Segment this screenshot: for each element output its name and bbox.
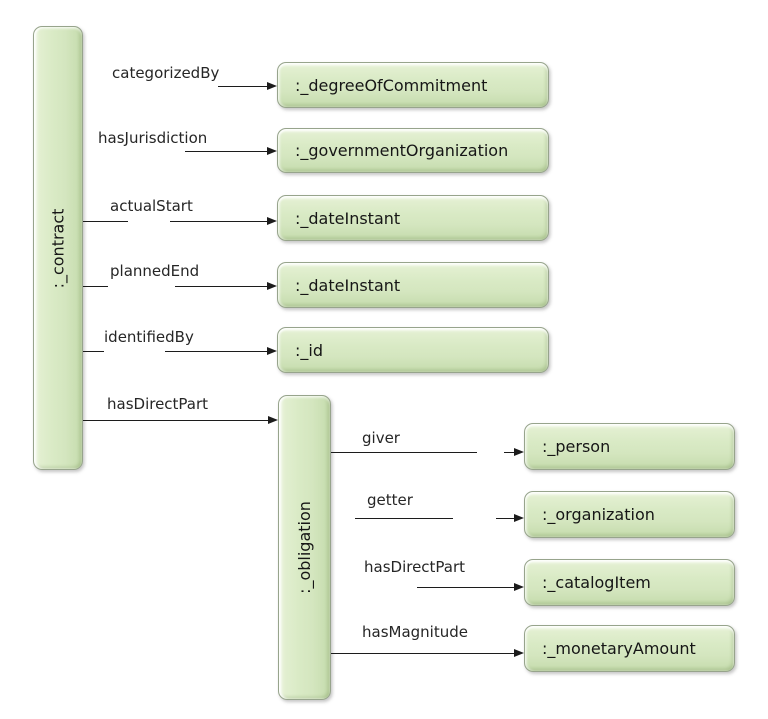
- arrowhead-icon: [267, 82, 277, 90]
- node-organization: :_organization: [524, 491, 735, 538]
- edge-line-getter-stub: [496, 518, 514, 519]
- edge-line-actual-start: [170, 221, 267, 222]
- node-person-label: :_person: [542, 437, 611, 456]
- edge-line-identified-by-stub: [83, 351, 104, 352]
- edge-label-has-direct-part: hasDirectPart: [107, 395, 209, 413]
- node-organization-label: :_organization: [542, 505, 655, 524]
- edge-label-has-jurisdiction: hasJurisdiction: [98, 129, 208, 147]
- node-obligation: :_obligation: [278, 395, 331, 700]
- edge-label-actual-start: actualStart: [110, 197, 193, 215]
- edge-line-has-direct-part-2: [417, 587, 514, 588]
- edge-label-has-magnitude: hasMagnitude: [362, 623, 468, 641]
- node-government-organization: :_governmentOrganization: [277, 128, 549, 173]
- edge-line-planned-end: [175, 286, 267, 287]
- arrowhead-icon: [514, 583, 524, 591]
- edge-line-planned-end-stub: [83, 286, 108, 287]
- node-date-instant-end-label: :_dateInstant: [295, 275, 401, 295]
- arrowhead-icon: [267, 147, 277, 155]
- edge-label-has-direct-part-2: hasDirectPart: [364, 558, 466, 576]
- edge-label-giver: giver: [362, 429, 400, 447]
- edge-line-categorized-by: [218, 86, 267, 87]
- node-catalog-item: :_catalogItem: [524, 559, 735, 606]
- edge-line-has-magnitude: [331, 653, 514, 654]
- edge-line-getter: [355, 518, 453, 519]
- edge-line-actual-start-stub: [83, 221, 128, 222]
- arrowhead-icon: [514, 448, 524, 456]
- edge-line-has-direct-part: [83, 420, 268, 421]
- arrowhead-icon: [514, 649, 524, 657]
- node-person: :_person: [524, 423, 735, 470]
- node-id: :_id: [277, 327, 549, 373]
- node-contract: :_contract: [33, 26, 83, 470]
- edge-label-getter: getter: [367, 491, 413, 509]
- arrowhead-icon: [268, 416, 278, 424]
- edge-line-giver: [331, 452, 477, 453]
- node-catalog-item-label: :_catalogItem: [542, 573, 651, 592]
- node-degree-of-commitment: :_degreeOfCommitment: [277, 62, 549, 108]
- node-monetary-amount-label: :_monetaryAmount: [542, 639, 696, 658]
- node-obligation-label: :_obligation: [295, 501, 314, 594]
- node-date-instant-start: :_dateInstant: [277, 195, 549, 241]
- edge-line-has-jurisdiction: [185, 151, 267, 152]
- node-date-instant-start-label: :_dateInstant: [295, 208, 401, 228]
- edge-label-categorized-by: categorizedBy: [112, 64, 220, 82]
- node-degree-of-commitment-label: :_degreeOfCommitment: [295, 75, 488, 95]
- arrowhead-icon: [267, 347, 277, 355]
- node-monetary-amount: :_monetaryAmount: [524, 625, 735, 672]
- edge-line-giver-stub: [504, 452, 514, 453]
- edge-label-planned-end: plannedEnd: [110, 262, 200, 280]
- edge-label-identified-by: identifiedBy: [104, 328, 194, 346]
- arrowhead-icon: [514, 514, 524, 522]
- node-government-organization-label: :_governmentOrganization: [295, 141, 509, 160]
- arrowhead-icon: [267, 282, 277, 290]
- arrowhead-icon: [267, 217, 277, 225]
- edge-line-identified-by: [165, 351, 267, 352]
- node-contract-label: :_contract: [48, 208, 68, 288]
- node-id-label: :_id: [295, 340, 323, 360]
- node-date-instant-end: :_dateInstant: [277, 262, 549, 308]
